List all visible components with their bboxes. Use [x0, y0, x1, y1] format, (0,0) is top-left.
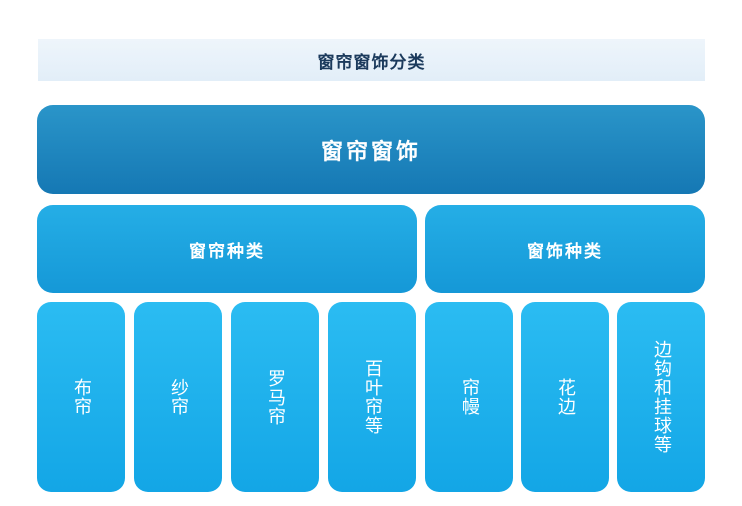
- leaf-label: 花边: [555, 378, 576, 416]
- leaf-label: 帘幔: [459, 378, 480, 416]
- root-node: 窗帘窗饰: [37, 105, 705, 194]
- leaf-node-venetian-blind: 百叶帘等: [328, 302, 416, 492]
- diagram-title: 窗帘窗饰分类: [38, 39, 705, 81]
- leaf-node-hooks-and-balls: 边钩和挂球等: [617, 302, 705, 492]
- leaf-node-cloth-curtain: 布帘: [37, 302, 125, 492]
- root-node-label: 窗帘窗饰: [320, 139, 421, 165]
- category-label: 窗饰种类: [527, 241, 603, 262]
- leaf-label: 边钩和挂球等: [651, 340, 672, 454]
- leaf-node-valance: 帘幔: [425, 302, 513, 492]
- leaf-node-lace-trim: 花边: [521, 302, 609, 492]
- leaf-label: 百叶帘等: [362, 359, 383, 435]
- leaf-node-sheer-curtain: 纱帘: [134, 302, 222, 492]
- leaf-label: 罗马帘: [265, 368, 286, 426]
- diagram-title-text: 窗帘窗饰分类: [317, 52, 426, 73]
- category-node-curtain-types: 窗帘种类: [37, 205, 417, 293]
- leaf-node-roman-blind: 罗马帘: [231, 302, 319, 492]
- leaf-label: 纱帘: [168, 378, 189, 416]
- leaf-label: 布帘: [71, 378, 92, 416]
- category-label: 窗帘种类: [189, 241, 265, 262]
- category-node-decoration-types: 窗饰种类: [425, 205, 705, 293]
